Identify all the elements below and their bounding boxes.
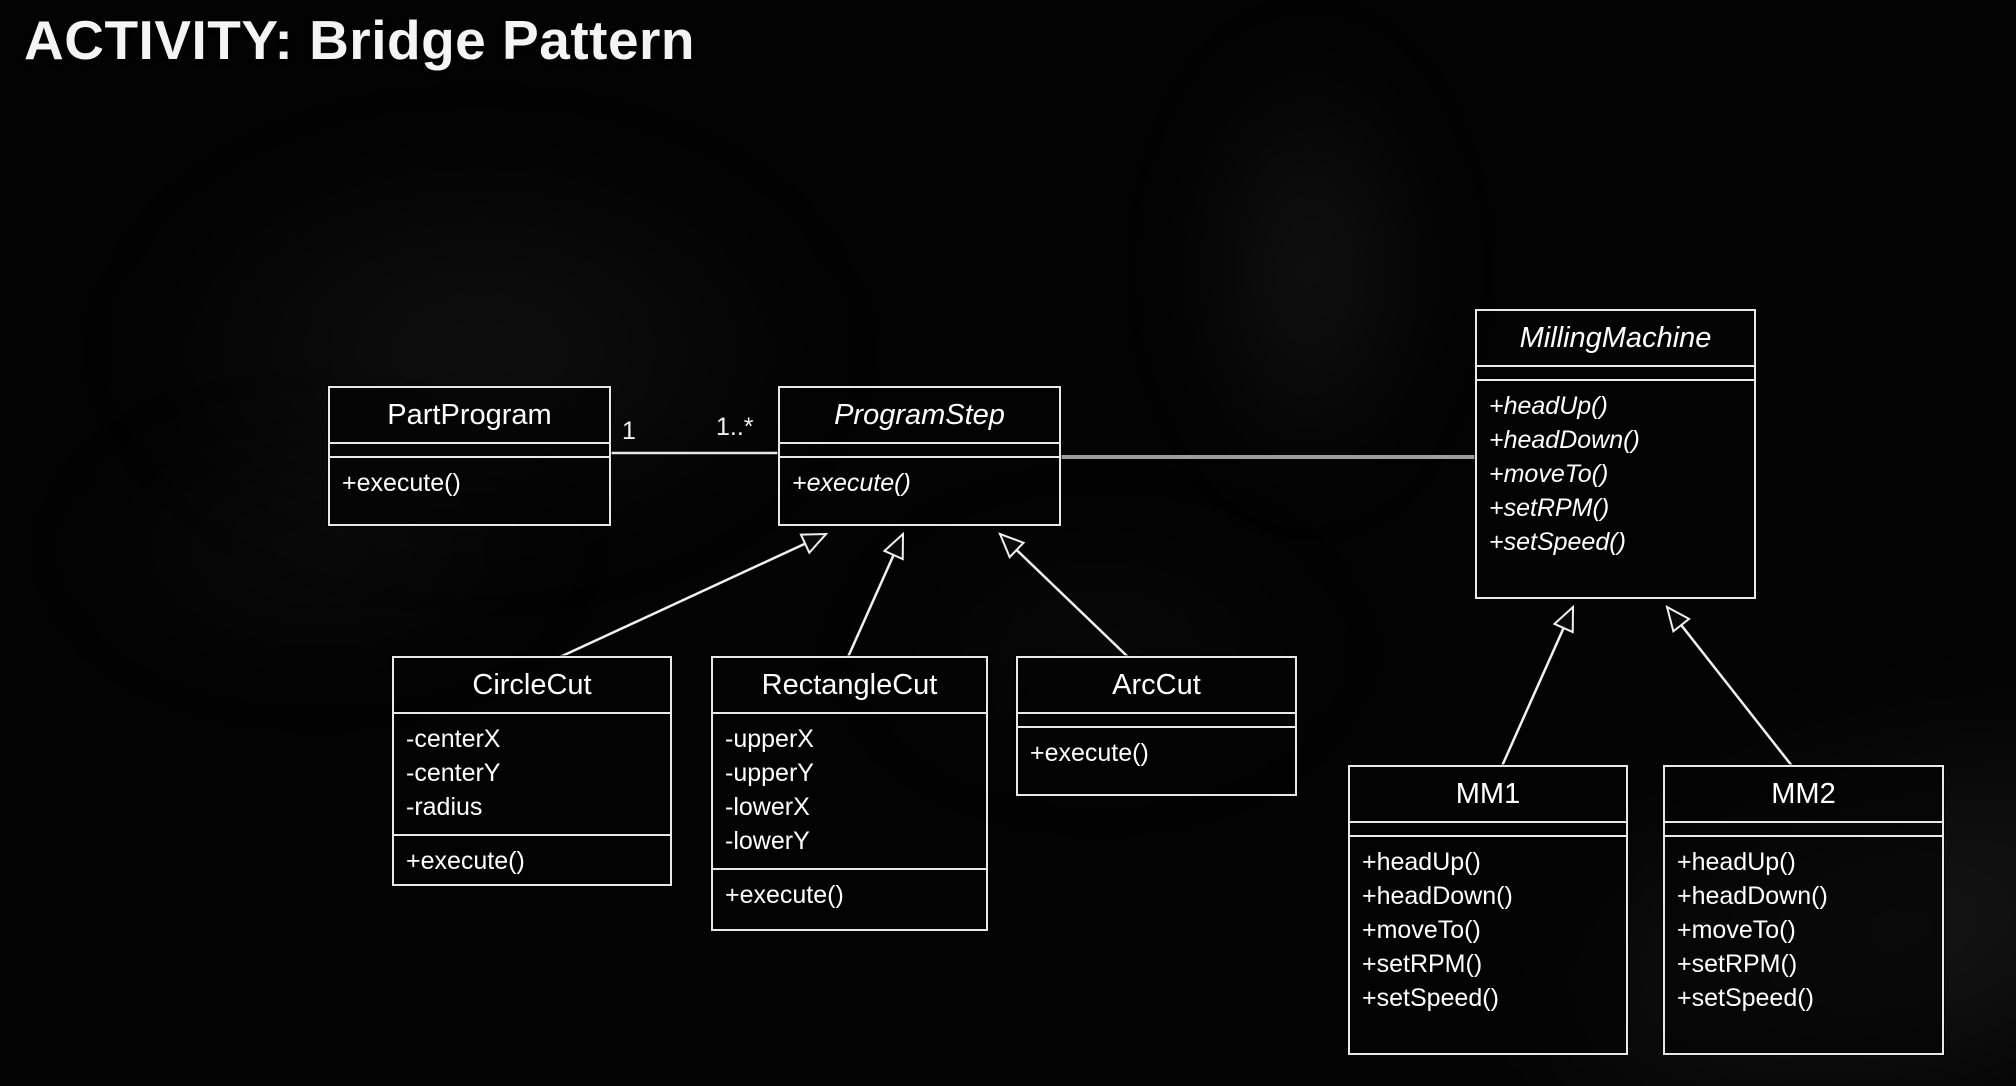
method: +moveTo() <box>1362 916 1481 944</box>
class-partprogram: PartProgram +execute() <box>328 386 611 526</box>
generalization-circlecut-programstep <box>559 532 829 659</box>
method: +headDown() <box>1489 426 1640 454</box>
attributes-compartment-empty <box>330 442 609 456</box>
attributes-compartment: -centerX -centerY -radius <box>394 712 670 834</box>
class-name: RectangleCut <box>761 669 938 701</box>
generalization-arccut-programstep <box>998 532 1129 658</box>
method: +setRPM() <box>1362 950 1483 978</box>
class-mm1: MM1 +headUp() +headDown() +moveTo() +set… <box>1348 765 1628 1055</box>
attribute: -centerY <box>406 759 501 787</box>
attribute: -centerX <box>406 725 501 753</box>
generalization-mm2-millingmachine <box>1665 605 1793 767</box>
class-name: MM1 <box>1455 778 1521 810</box>
method: +execute() <box>1030 739 1149 767</box>
methods-compartment: +execute() <box>1018 726 1295 794</box>
attribute: -radius <box>406 793 483 821</box>
class-name: ProgramStep <box>834 399 1005 431</box>
class-name: ArcCut <box>1112 669 1201 701</box>
methods-compartment: +headUp() +headDown() +moveTo() +setRPM(… <box>1665 835 1942 1053</box>
class-millingmachine: MillingMachine +headUp() +headDown() +mo… <box>1475 309 1756 599</box>
method: +headDown() <box>1677 882 1828 910</box>
method: +setRPM() <box>1489 494 1610 522</box>
attributes-compartment-empty <box>1350 821 1626 835</box>
class-circlecut: CircleCut -centerX -centerY -radius +exe… <box>392 656 672 886</box>
class-name: MillingMachine <box>1519 322 1712 354</box>
attributes-compartment-empty <box>780 442 1059 456</box>
methods-compartment: +execute() <box>330 456 609 524</box>
method: +headUp() <box>1489 392 1608 420</box>
class-programstep: ProgramStep +execute() <box>778 386 1061 526</box>
generalization-rectanglecut-programstep <box>846 531 905 658</box>
class-name: PartProgram <box>387 399 552 431</box>
class-name: MM2 <box>1771 778 1836 810</box>
methods-compartment: +headUp() +headDown() +moveTo() +setRPM(… <box>1350 835 1626 1053</box>
method: +execute() <box>725 881 844 909</box>
method: +setSpeed() <box>1677 984 1814 1012</box>
multiplicity-label-one: 1 <box>622 417 636 445</box>
attributes-compartment-empty <box>1477 365 1754 379</box>
method: +setSpeed() <box>1489 528 1626 556</box>
multiplicity-label-one-to-many: 1..* <box>716 413 754 441</box>
class-name: CircleCut <box>472 669 592 701</box>
methods-compartment: +execute() <box>713 868 986 929</box>
method: +headDown() <box>1362 882 1513 910</box>
method: +setRPM() <box>1677 950 1798 978</box>
attribute: -upperX <box>725 725 814 753</box>
method: +execute() <box>406 847 525 875</box>
method: +headUp() <box>1362 848 1481 876</box>
generalization-mm1-millingmachine <box>1500 604 1575 767</box>
method: +headUp() <box>1677 848 1796 876</box>
page-title: ACTIVITY: Bridge Pattern <box>24 9 696 71</box>
methods-compartment: +headUp() +headDown() +moveTo() +setRPM(… <box>1477 379 1754 597</box>
attributes-compartment: -upperX -upperY -lowerX -lowerY <box>713 712 986 868</box>
attributes-compartment-empty <box>1018 712 1295 726</box>
method: +moveTo() <box>1677 916 1796 944</box>
method: +execute() <box>342 469 461 497</box>
attribute: -upperY <box>725 759 814 787</box>
methods-compartment: +execute() <box>780 456 1059 524</box>
attribute: -lowerX <box>725 793 810 821</box>
class-arccut: ArcCut +execute() <box>1016 656 1297 796</box>
method: +moveTo() <box>1489 460 1609 488</box>
method: +execute() <box>792 469 911 497</box>
methods-compartment: +execute() <box>394 834 670 888</box>
attribute: -lowerY <box>725 827 810 855</box>
class-rectanglecut: RectangleCut -upperX -upperY -lowerX -lo… <box>711 656 988 931</box>
class-mm2: MM2 +headUp() +headDown() +moveTo() +set… <box>1663 765 1944 1055</box>
method: +setSpeed() <box>1362 984 1499 1012</box>
background-blob <box>1200 40 1420 500</box>
attributes-compartment-empty <box>1665 821 1942 835</box>
